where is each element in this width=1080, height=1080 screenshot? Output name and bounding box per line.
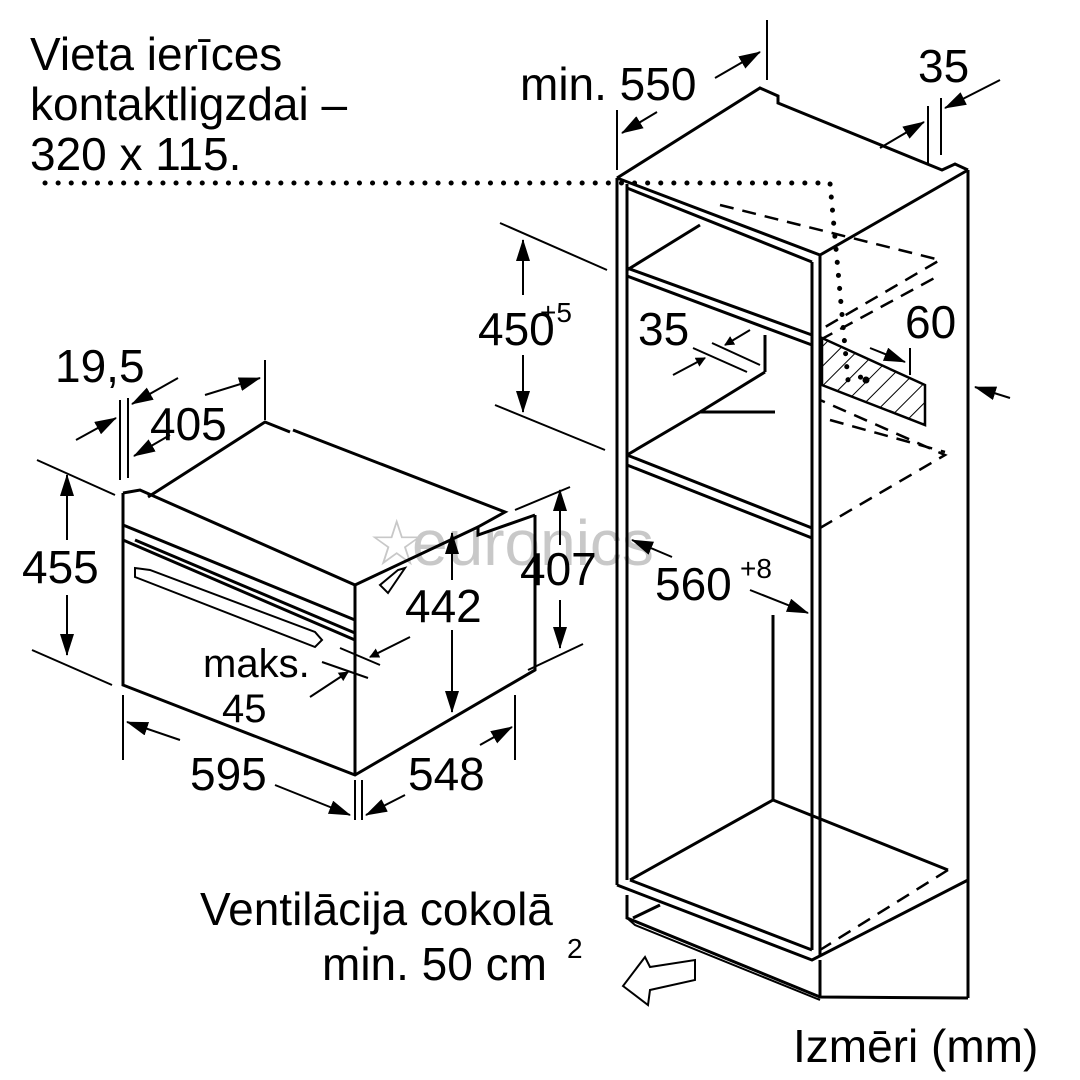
oven-dimensions: 19,5 405 455 407 442 maks. 45 595 548: [22, 340, 597, 820]
dim-depth-top: 405: [150, 398, 227, 450]
socket-note-line3: 320 x 115.: [30, 128, 241, 180]
ventilation-line1: Ventilācija cokolā: [200, 883, 553, 935]
dim-front-offset: 19,5: [55, 340, 145, 392]
dim-niche-height: 450: [478, 303, 555, 355]
dim-niche-width-tolerance: +8: [740, 553, 772, 584]
units-label: Izmēri (mm): [793, 1020, 1038, 1072]
dim-height-total: 455: [22, 541, 99, 593]
ventilation-line2: min. 50 cm: [322, 938, 547, 990]
cabinet-drawing: [615, 86, 970, 1001]
dim-rear-gap: 35: [918, 40, 969, 92]
socket-note-line2: kontaktligzdai –: [30, 78, 347, 130]
dim-shelf-gap: 35: [638, 303, 689, 355]
dim-niche-height-tolerance: +5: [540, 297, 572, 328]
dim-height-body: 407: [520, 543, 597, 595]
cabinet-dimensions: min. 550 35 450 +5 35 60 560 +8: [478, 20, 1011, 614]
dim-gap-label: maks.: [203, 642, 310, 686]
dim-height-inner: 442: [405, 580, 482, 632]
airflow-arrow-icon: [621, 955, 696, 1007]
socket-note: Vieta ierīces kontaktligzdai – 320 x 115…: [30, 28, 873, 384]
watermark: ☆ euronics: [368, 507, 654, 579]
dim-depth: 548: [408, 748, 485, 800]
dim-gap-value: 45: [222, 687, 267, 731]
ventilation-note: Ventilācija cokolā min. 50 cm 2: [200, 883, 696, 1007]
dim-width: 595: [190, 748, 267, 800]
dim-niche-width: 560: [655, 558, 732, 610]
socket-note-line1: Vieta ierīces: [30, 28, 282, 80]
dim-socket-depth: 60: [905, 296, 956, 348]
dim-min-depth: min. 550: [520, 58, 696, 110]
oven-drawing: [121, 420, 537, 777]
ventilation-superscript: 2: [567, 933, 583, 964]
